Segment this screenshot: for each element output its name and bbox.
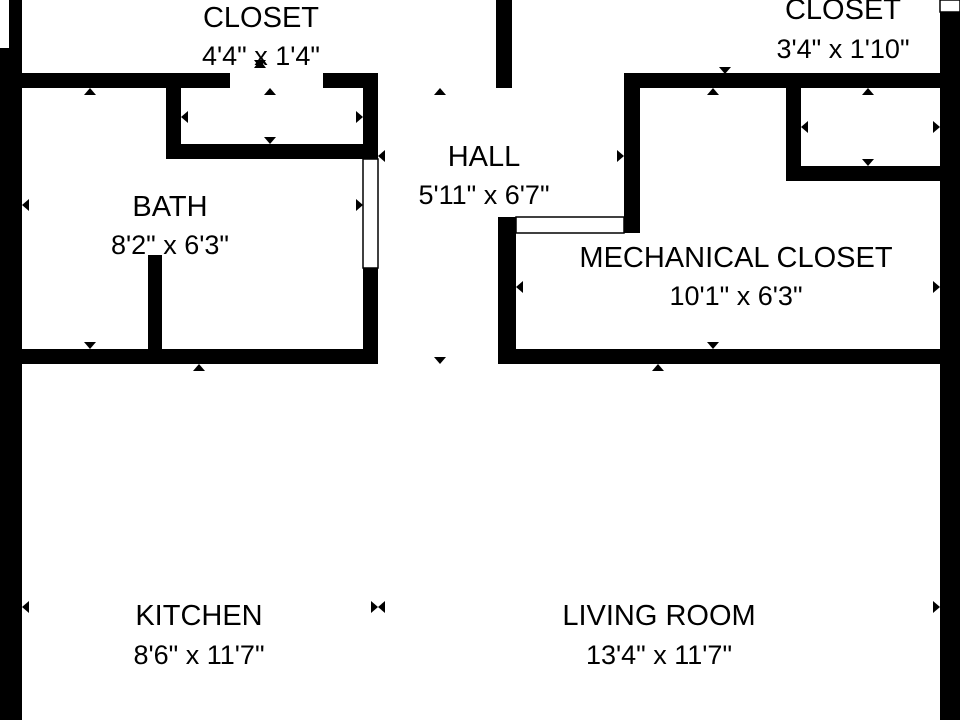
marker [264,88,276,95]
room-name-closet-right: CLOSET [785,0,901,26]
wall-bath-partition [148,255,162,351]
wall-bath-closet-bottom [166,144,378,159]
room-name-living: LIVING ROOM [562,600,755,632]
marker [707,88,719,95]
room-dims-living: 13'4" x 11'7" [586,640,732,670]
marker [652,364,664,371]
marker [84,342,96,349]
marker [617,150,624,162]
bath-door-jamb [362,158,379,269]
dimension-markers [22,60,940,613]
marker [356,111,363,123]
marker [862,159,874,166]
marker [181,111,188,123]
marker [801,121,808,133]
openings [362,0,960,269]
room-name-kitchen: KITCHEN [135,600,262,632]
room-name-mechanical: MECHANICAL CLOSET [579,242,892,274]
room-dims-bath: 8'2" x 6'3" [111,230,229,260]
wall-closet-left-side [9,0,22,48]
wall-right-closet-bottom-a [624,73,940,88]
marker [862,88,874,95]
wall-mechanical-left [498,217,516,364]
marker [193,364,205,371]
marker [84,88,96,95]
marker [707,342,719,349]
marker [22,199,29,211]
marker [264,137,276,144]
marker [933,281,940,293]
marker [719,67,731,74]
wall-bath-bottom [22,349,378,364]
marker [22,601,29,613]
mechanical-door-jamb [515,216,625,234]
right-top-window [939,0,960,13]
wall-bath-right-lower [363,268,378,364]
marker [933,121,940,133]
room-dims-mechanical: 10'1" x 6'3" [669,281,802,311]
marker [434,357,446,364]
marker [254,60,266,68]
marker [516,281,523,293]
wall-outer-right [940,0,960,720]
room-name-bath: BATH [132,191,207,223]
wall-bath-top-left [22,73,230,88]
wall-outer-left [0,48,22,720]
room-name-hall: HALL [448,141,521,173]
wall-bath-closet-left [166,73,181,159]
marker [933,601,940,613]
wall-bath-closet-right [363,73,378,159]
marker [378,150,385,162]
wall-small-closet-left [786,73,801,181]
wall-small-closet-bottom [786,166,940,181]
room-name-closet-left: CLOSET [203,2,319,34]
wall-mechanical-bottom [498,349,940,364]
wall-hall-right [624,73,640,233]
room-dims-hall: 5'11" x 6'7" [418,180,549,210]
marker [434,88,446,95]
room-labels: CLOSET 4'4" x 1'4" CLOSET 3'4" x 1'10" H… [111,0,910,670]
marker [356,199,363,211]
marker [371,601,378,613]
room-dims-closet-right: 3'4" x 1'10" [776,34,909,64]
wall-top-divider [496,0,512,88]
room-dims-closet-left: 4'4" x 1'4" [202,41,320,71]
marker [378,601,385,613]
room-dims-kitchen: 8'6" x 11'7" [133,640,264,670]
